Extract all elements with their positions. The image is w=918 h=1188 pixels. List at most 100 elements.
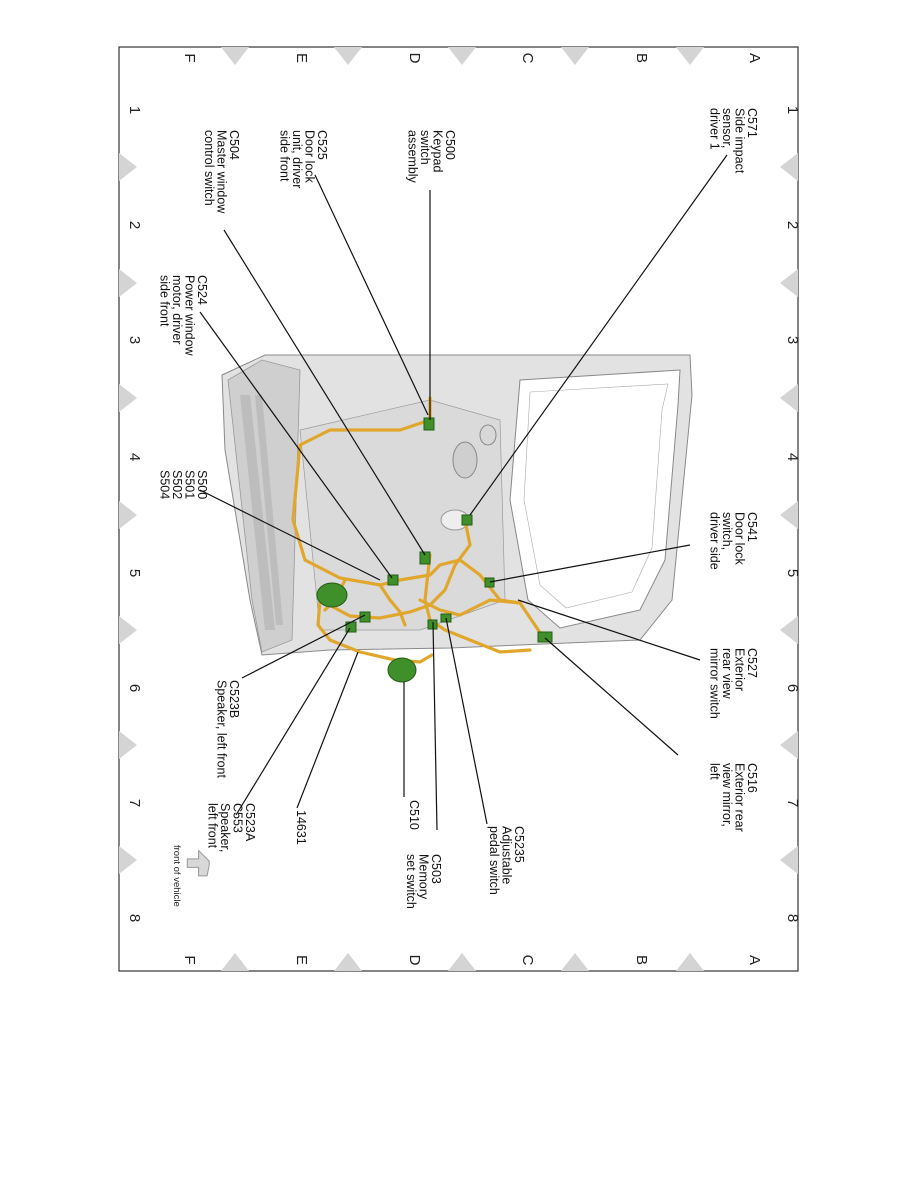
row-marker-top: F [181, 53, 198, 62]
column-marker-right: 3 [784, 336, 801, 344]
column-marker-left: 8 [126, 914, 143, 922]
callout-line: motor, driver [170, 275, 184, 344]
zone-marker-top [448, 47, 476, 65]
connector-c541 [461, 514, 473, 526]
zone-marker-right [780, 384, 798, 412]
column-marker-right: 4 [784, 453, 801, 461]
callout-line: side front [158, 275, 172, 327]
connector-c524 [387, 574, 399, 586]
row-marker-bottom: F [181, 955, 198, 964]
callout-line: set switch [404, 854, 418, 909]
callout-h14631: 14631 [294, 810, 308, 845]
speaker-left-front [316, 582, 348, 608]
callout-line: Keypad [431, 130, 445, 172]
connector-c500 [423, 417, 435, 431]
zone-marker-left [119, 384, 137, 412]
callout-line: left [708, 763, 722, 780]
callout-line: unit, driver [290, 130, 304, 188]
callout-line: Memory [417, 854, 431, 900]
connector-c516 [537, 631, 553, 643]
callout-line: Master window [215, 130, 229, 214]
connector-c510 [387, 657, 417, 683]
callout-line: rear view [720, 648, 734, 700]
callout-line: C553 [231, 803, 245, 833]
column-marker-left: 2 [126, 221, 143, 229]
front-of-vehicle-indicator: front of vehicle [171, 845, 210, 907]
front-arrow-icon [186, 849, 210, 877]
callout-line: Exterior rear [733, 763, 747, 832]
zone-marker-right [780, 153, 798, 181]
callout-line: S500 [195, 470, 209, 499]
callout-line: C5235 [512, 826, 526, 863]
column-marker-left: 1 [126, 106, 143, 114]
callout-line: C524 [195, 275, 209, 305]
connector-c527 [484, 577, 495, 588]
callout-line: C503 [429, 854, 443, 884]
connector-c525 [419, 551, 431, 565]
callout-line: mirror switch [708, 648, 722, 719]
callout-line: 14631 [294, 810, 308, 845]
column-marker-right: 6 [784, 684, 801, 692]
zone-marker-right [780, 269, 798, 297]
callout-line: C510 [407, 800, 421, 830]
row-marker-bottom: D [406, 955, 423, 966]
zone-marker-bottom [221, 953, 249, 971]
row-marker-top: D [406, 53, 423, 64]
zone-marker-left [119, 269, 137, 297]
zone-marker-bottom [334, 953, 362, 971]
zone-marker-right [780, 616, 798, 644]
callout-c510: C510 [407, 800, 421, 830]
zone-marker-top [334, 47, 362, 65]
callout-line: C504 [227, 130, 241, 160]
callout-line: C523A [243, 803, 257, 842]
zone-marker-top [221, 47, 249, 65]
row-marker-bottom: B [633, 955, 650, 965]
zone-marker-bottom [561, 953, 589, 971]
row-marker-top: E [293, 53, 310, 63]
callout-line: C500 [443, 130, 457, 160]
zone-marker-right [780, 731, 798, 759]
zone-marker-right [780, 501, 798, 529]
grid-zone-markers [119, 47, 798, 971]
zone-marker-top [561, 47, 589, 65]
callout-line: S504 [158, 470, 172, 499]
row-marker-top: C [519, 53, 536, 64]
zone-marker-bottom [448, 953, 476, 971]
leader-lines [199, 154, 728, 831]
column-marker-right: 5 [784, 569, 801, 577]
callout-line: Speaker, left front [215, 680, 229, 779]
column-marker-right: 1 [784, 106, 801, 114]
row-marker-top: B [633, 53, 650, 63]
zone-marker-left [119, 501, 137, 529]
callout-line: C541 [745, 512, 759, 542]
callout-line: Door lock [733, 512, 747, 566]
column-marker-right: 7 [784, 799, 801, 807]
callout-line: switch [418, 130, 432, 165]
row-marker-bottom: E [293, 955, 310, 965]
callout-line: driver 1 [708, 108, 722, 150]
zone-marker-left [119, 153, 137, 181]
callout-line: S501 [183, 470, 197, 499]
column-marker-left: 4 [126, 453, 143, 461]
callout-line: switch, [720, 512, 734, 550]
callout-line: Power window [183, 275, 197, 357]
zone-marker-left [119, 846, 137, 874]
callout-line: S502 [170, 470, 184, 499]
row-marker-top: A [746, 53, 763, 63]
row-marker-bottom: A [746, 955, 763, 965]
callout-line: C516 [745, 763, 759, 793]
